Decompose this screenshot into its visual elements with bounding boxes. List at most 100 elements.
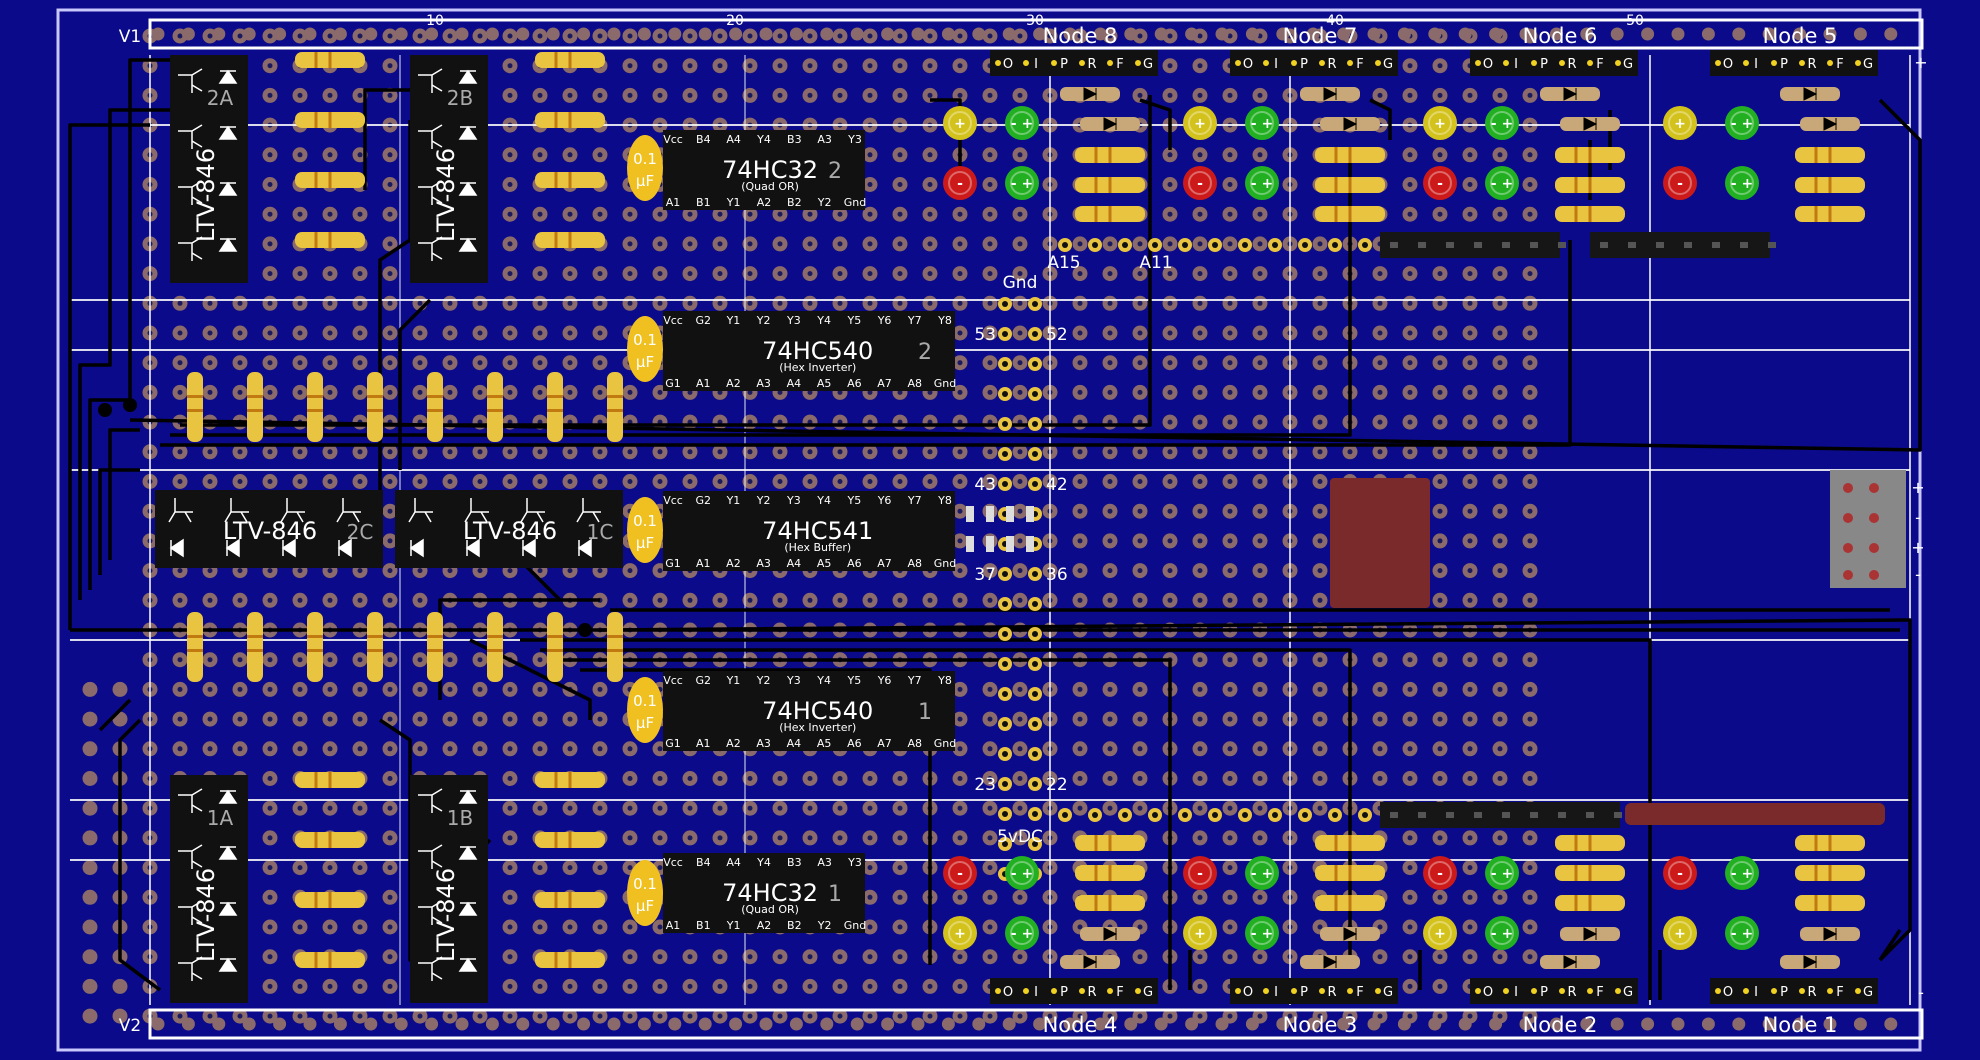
wire-trace [1878, 929, 1902, 961]
pad-hole [327, 330, 333, 336]
yellow-led [1183, 916, 1217, 950]
rail-pad [1185, 1017, 1199, 1031]
pad-hole [987, 1013, 993, 1019]
pad-hole [357, 389, 363, 395]
pad-hole [567, 924, 573, 930]
connector-hole [1002, 841, 1008, 847]
pad-hole [867, 776, 873, 781]
pad-hole [1107, 776, 1113, 781]
wire-trace [560, 658, 1172, 990]
bus-strip [1026, 536, 1034, 552]
ic-pin-label: Y4 [816, 314, 831, 327]
pad-hole [1227, 1013, 1233, 1019]
ic-pin-label: A1 [696, 377, 711, 390]
rail-pad [1337, 27, 1351, 41]
pad-hole [867, 182, 873, 187]
pad-hole [957, 92, 963, 98]
ic-chip [663, 491, 955, 571]
pad-hole [1167, 568, 1173, 574]
socket-hole [1684, 242, 1692, 248]
pad-hole [927, 389, 933, 395]
pad-hole [1527, 92, 1533, 98]
resistor [427, 612, 443, 682]
rail-pad [1397, 27, 1411, 41]
led-ring [1668, 111, 1692, 135]
pad-hole [1527, 538, 1533, 544]
socket-hole [1558, 242, 1566, 248]
rail-pad [1610, 27, 1624, 41]
pad-hole [687, 776, 693, 781]
wire-trace [98, 698, 132, 732]
ic-pin-label: A8 [908, 557, 923, 570]
pad-hole [1467, 746, 1473, 752]
pad-hole [747, 597, 753, 603]
pad-hole [1437, 63, 1443, 69]
pad-hole [1017, 271, 1023, 277]
ic-pin-label: Y7 [907, 494, 922, 507]
pad-hole [687, 1013, 693, 1019]
pad-hole [747, 92, 753, 98]
pad-hole [1317, 330, 1323, 336]
pad-hole [387, 597, 393, 603]
pad-hole [717, 835, 723, 841]
pad-hole [1467, 152, 1473, 158]
pad-hole [327, 211, 333, 217]
led-polarity: - + [1731, 926, 1753, 942]
pad-hole [537, 568, 543, 574]
pad-hole [297, 360, 303, 366]
ic-part-name: 74HC541 [762, 517, 873, 545]
ic-pin-label: A6 [847, 557, 862, 570]
pad-hole [1467, 449, 1473, 455]
pad-hole [1077, 33, 1083, 39]
pad-hole [237, 1013, 243, 1019]
ic-pin-label: A5 [817, 557, 832, 570]
pad-hole [807, 776, 813, 781]
led-ring [1428, 111, 1452, 135]
ic-unit-number: 1 [828, 882, 842, 907]
ic-pin-label: Y2 [817, 919, 832, 932]
a15-label: A15 [1047, 253, 1080, 273]
bus-strip [986, 506, 994, 522]
pad-hole [717, 983, 723, 989]
pad-hole [807, 300, 813, 306]
pad-hole [537, 211, 543, 217]
pad-hole [687, 954, 693, 960]
header-pin [1107, 988, 1113, 994]
pad-hole [1437, 894, 1443, 900]
pad-hole [1407, 657, 1413, 663]
pad-hole [777, 63, 783, 69]
pad-hole [387, 479, 393, 484]
pad-hole [507, 894, 513, 900]
pad-hole [477, 33, 483, 39]
pad-hole [1107, 241, 1113, 247]
pad-hole [1227, 538, 1233, 544]
pad-hole [1317, 271, 1323, 277]
pad-hole [1437, 152, 1443, 158]
rail-pad [759, 1017, 773, 1031]
socket-strip [1380, 802, 1620, 828]
pad-hole [867, 241, 873, 247]
pad-hole [987, 716, 993, 722]
pad-hole [1527, 924, 1533, 930]
ic-pin-label: Y4 [756, 133, 771, 146]
led-ring [1730, 111, 1754, 135]
pad-hole [1107, 746, 1113, 752]
pad-hole [777, 835, 783, 841]
connector-hole [1002, 301, 1008, 307]
pad-hole [687, 211, 693, 217]
pad-hole [417, 389, 423, 395]
pad-hole [867, 449, 873, 455]
resistor [487, 612, 503, 682]
ic-pin-label: Gnd [844, 919, 866, 932]
rail-pad [820, 27, 834, 41]
header-pin-label: G [1143, 57, 1153, 72]
pad-hole [327, 1013, 333, 1019]
ic-pin-label: Y1 [726, 919, 741, 932]
header-pin-label: P [1300, 57, 1308, 72]
pad-hole [987, 805, 993, 811]
pad-hole [627, 63, 633, 69]
pad-hole [1467, 835, 1473, 841]
pad-hole [627, 271, 633, 277]
pad-hole [357, 805, 363, 811]
pad-hole [837, 805, 843, 811]
